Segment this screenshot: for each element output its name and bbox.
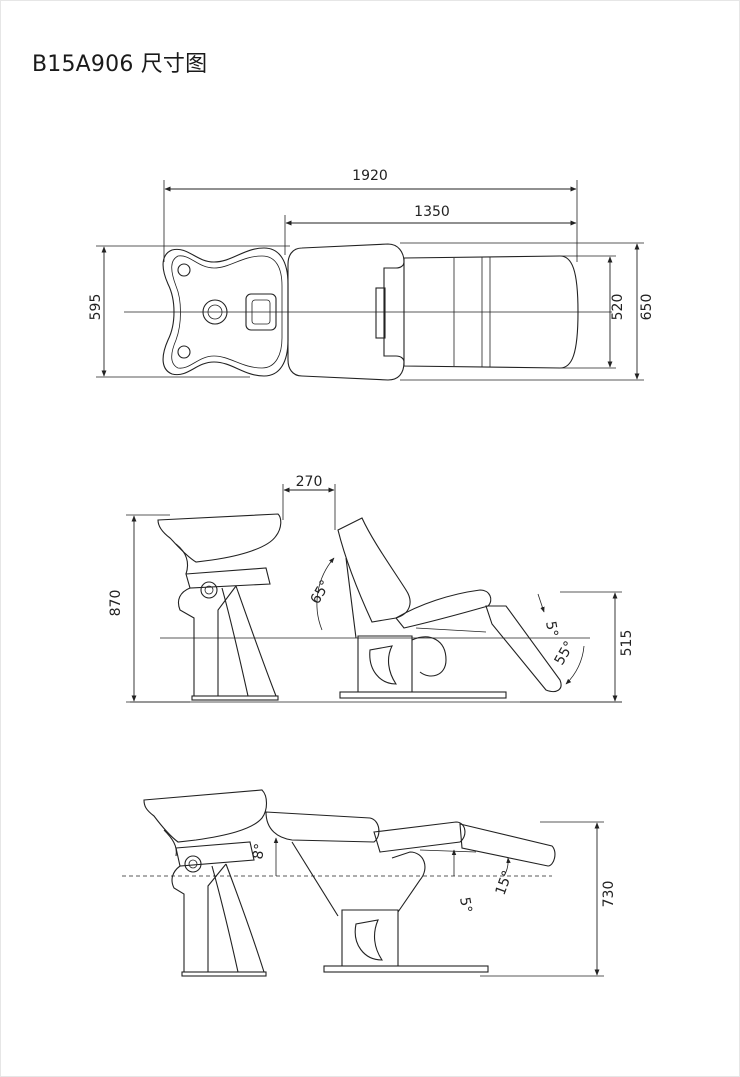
angle-label-seat-reclined: 5°: [456, 896, 475, 914]
top-view: 1920 1350 595 520 650: [88, 168, 655, 381]
basin-inner-outline: [171, 255, 283, 369]
angle-label-legrest-reclined: 15°: [493, 869, 517, 898]
chair-column-upright: [357, 635, 413, 693]
side-view-reclined: 730 8° 5° 15°: [122, 789, 617, 977]
dim-label-seat-height: 515: [619, 630, 635, 657]
seat-rail-reclined: [419, 849, 477, 853]
basin-base-plate: [191, 695, 279, 701]
legrest-side-upright: [485, 605, 562, 693]
basin-drain: [202, 299, 228, 325]
chair-column-detail-reclined: [354, 919, 384, 961]
basin-outline: [162, 247, 289, 377]
backrest-handle: [375, 287, 386, 339]
basin-control-knob-inner-reclined: [188, 859, 198, 869]
dim-label-overall-length: 1920: [352, 168, 388, 184]
basin-control-knob: [200, 581, 218, 599]
basin-drain-inner: [207, 304, 223, 320]
angle-label-seat: 5°: [542, 620, 561, 638]
basin-neck-side: [175, 543, 189, 575]
basin-bowl-side: [157, 513, 282, 563]
seat-rail-upright: [415, 627, 487, 633]
seat-top-view: [403, 255, 579, 369]
angle-arc-seat: [537, 593, 545, 613]
basin-neck-reclined: [163, 829, 177, 857]
neck-rest-inner: [251, 299, 271, 325]
dim-label-basin-offset: 270: [296, 474, 323, 490]
dim-label-overall-width: 650: [639, 294, 655, 321]
chair-arm-detail-reclined: [391, 851, 426, 913]
chair-arm-detail-upright: [411, 636, 447, 677]
basin-control-knob-reclined: [184, 855, 202, 873]
drawing-title: B15A906 尺寸图: [32, 52, 208, 77]
chair-base-plate-reclined: [323, 965, 489, 973]
chair-base-plate-upright: [339, 691, 507, 699]
basin-collar-side: [185, 567, 271, 589]
backrest-strut-reclined: [291, 841, 339, 917]
angle-label-head: 8°: [250, 842, 269, 860]
angle-label-legrest: 55°: [552, 638, 578, 668]
basin-pedestal-front: [177, 585, 237, 697]
seat-side-reclined: [373, 821, 466, 853]
angle-arc-legrest-reclined: [503, 857, 511, 877]
basin-base-plate-reclined: [181, 971, 267, 977]
basin-collar-reclined: [175, 841, 255, 867]
dim-label-seat-width: 520: [610, 294, 626, 321]
backrest-strut-upright: [345, 557, 357, 639]
backrest-side-upright: [337, 517, 411, 623]
dim-label-height-reclined: 730: [601, 881, 617, 908]
basin-fixing-hole-top: [177, 263, 191, 277]
backrest-side-reclined: [265, 811, 380, 843]
side-view-upright: 870 270 515 65°: [108, 474, 635, 703]
seat-side-upright: [395, 589, 492, 629]
legrest-side-reclined: [459, 823, 556, 867]
angle-arc-backrest: [316, 557, 335, 631]
angle-arc-legrest: [565, 645, 585, 685]
basin-pedestal-rear: [221, 585, 277, 697]
basin-control-knob-inner: [204, 585, 214, 595]
basin-pedestal-front-reclined: [171, 863, 227, 973]
angle-label-backrest: 65°: [308, 577, 334, 607]
basin-pedestal-rear-reclined: [211, 863, 265, 973]
dim-label-height-upright: 870: [108, 590, 124, 617]
dim-label-basin-width: 595: [88, 294, 104, 321]
basin-bowl-reclined: [143, 789, 268, 843]
chair-column-detail-upright: [369, 645, 398, 685]
neck-rest: [245, 293, 277, 331]
dim-label-chair-length: 1350: [414, 204, 450, 220]
basin-fixing-hole-bottom: [177, 345, 191, 359]
